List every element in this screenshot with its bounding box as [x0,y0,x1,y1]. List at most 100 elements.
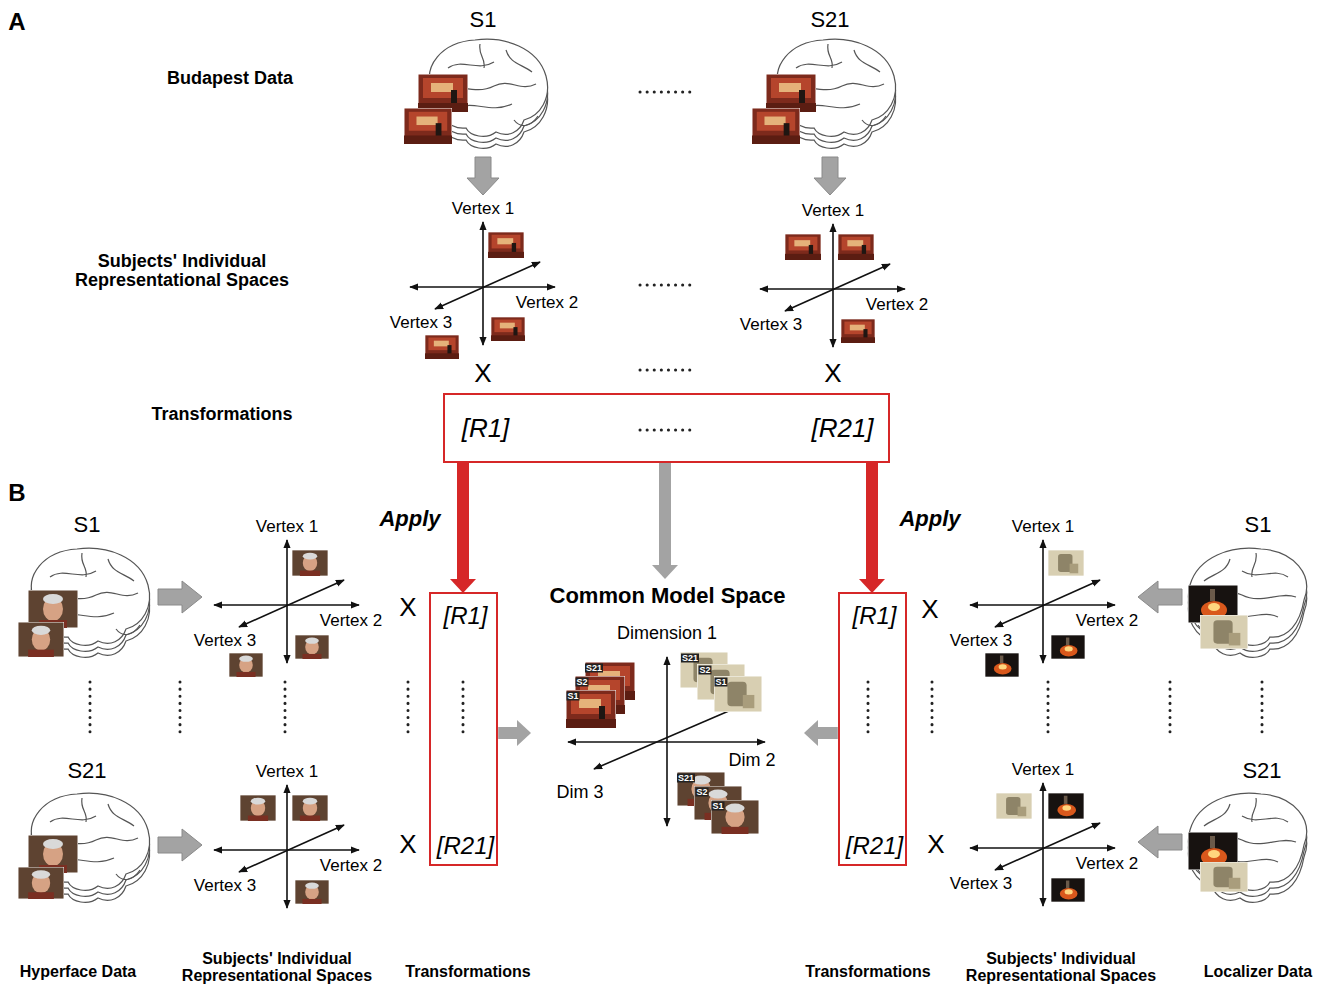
localizer-frame [1051,635,1085,659]
dots [1047,682,1050,738]
face-frame [240,795,276,821]
axis-label: Vertex 2 [320,856,382,876]
axis-label: Vertex 1 [1012,760,1074,780]
localizer-frame [985,653,1019,677]
subject-label: S21 [810,7,849,32]
axis-label: Vertex 2 [866,295,928,315]
subject-label: S21 [1242,758,1281,783]
transformation-box: [R1][R21] [443,393,890,463]
stimulus-photos [18,74,1248,904]
column-title: Subjects' Individual Representational Sp… [951,951,1171,985]
row-title: Subjects' Individual Representational Sp… [52,252,312,290]
block-arrow [1138,581,1182,613]
stack-tag: S2 [695,788,708,797]
matrix-label: [R1] [462,414,510,444]
dimension-label: Dim 3 [556,782,603,803]
matrix-label: [R21] [437,832,494,860]
ellipsis-dots [90,92,1262,738]
multiply-sign: X [824,359,841,389]
stack-tag: S1 [714,678,727,687]
dots [640,429,690,432]
axis-label: Vertex 2 [516,293,578,313]
dots [867,682,870,738]
subject-label: S1 [470,7,497,32]
localizer-frame [714,676,762,712]
block-arrow [158,581,202,613]
movie-frame [841,319,875,343]
apply-arrow [457,463,469,579]
panel-letter: B [8,479,25,507]
axis-label: Vertex 3 [194,876,256,896]
multiply-sign: X [399,593,416,623]
column-title: Localizer Data [1204,963,1312,981]
dots [1169,682,1172,738]
projection-arrow [498,727,517,739]
dots [640,91,690,94]
subject-label: S21 [67,758,106,783]
multiply-sign: X [921,595,938,625]
localizer-frame [1051,878,1085,902]
vertex-axes [214,222,1115,908]
movie-frame [425,335,459,359]
stack-tag: S2 [575,678,588,687]
face-frame [295,880,329,904]
dots [1261,682,1264,738]
stack-tag: S1 [711,802,724,811]
edge-label: Apply [899,506,960,531]
dots [640,369,690,372]
face-frame [229,653,263,677]
row-title: Budapest Data [167,68,293,89]
face-frame [18,867,64,899]
movie-frame [752,108,800,144]
matrix-label: [R21] [846,832,903,860]
projection-arrow [818,727,838,739]
edge-label: Apply [379,506,440,531]
axis-label: Vertex 2 [1076,854,1138,874]
axis-label: Vertex 1 [452,199,514,219]
dots [640,284,690,287]
movie-frame [418,74,468,112]
axis-label: Vertex 3 [194,631,256,651]
movie-frame [838,234,874,260]
stack-tag: S21 [585,664,603,673]
block-arrow [814,157,846,195]
axis-label: Vertex 2 [1076,611,1138,631]
matrix-label: [R1] [443,602,487,630]
movie-frame [488,232,524,258]
face-frame [292,795,328,821]
axis-label: Vertex 3 [390,313,452,333]
stack-tag: S21 [677,774,695,783]
dots [179,682,182,738]
stack-tag: S21 [681,654,699,663]
movie-frame [566,690,616,728]
brain-drawings [31,39,1306,902]
block-arrow [467,157,499,195]
face-frame [292,550,328,576]
region-title: Common Model Space [550,583,786,608]
localizer-frame [1048,550,1084,576]
matrix-label: [R1] [852,602,896,630]
dots [931,682,934,738]
axis-label: Vertex 3 [950,631,1012,651]
axis-label: Vertex 1 [256,762,318,782]
subject-label: S1 [74,512,101,537]
column-title: Subjects' Individual Representational Sp… [167,951,387,985]
dots [462,682,465,738]
column-title: Hyperface Data [20,963,137,981]
grey-block-arrows [158,157,1182,861]
model-stacks [566,652,762,834]
projection-arrow [659,463,671,565]
subject-label: S1 [1245,512,1272,537]
column-title: Transformations [405,963,530,981]
brain [1188,793,1306,902]
block-arrow [1138,826,1182,858]
column-title: Transformations [805,963,930,981]
stack-tag: S1 [566,692,579,701]
dimension-label: Dim 2 [728,750,775,771]
transformation-box: [R1] [R21] [429,592,498,866]
axis-label: Vertex 2 [320,611,382,631]
face-frame [711,800,759,834]
